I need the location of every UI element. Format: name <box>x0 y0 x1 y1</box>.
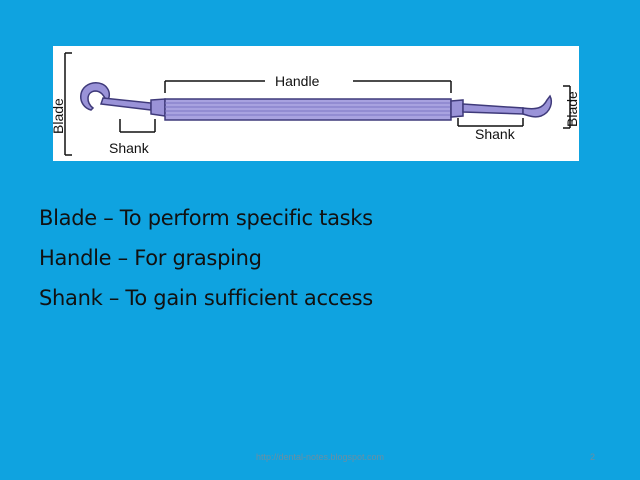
bullet-item-handle: Handle – For grasping <box>39 246 262 270</box>
left-blade-hook <box>80 82 166 117</box>
instrument-illustration: Blade Shank Hand <box>53 52 579 156</box>
bullet-item-shank: Shank – To gain sufficient access <box>39 286 373 310</box>
blade-label-left: Blade <box>53 98 66 134</box>
instrument-diagram: Blade Shank Hand <box>53 46 579 161</box>
right-blade-bracket <box>563 85 571 129</box>
handle-label: Handle <box>275 73 320 89</box>
left-shank-bracket <box>119 119 156 133</box>
bullet-list: Blade – To perform specific tasks Handle… <box>39 206 373 326</box>
shank-label-left: Shank <box>109 140 150 156</box>
handle-bracket <box>164 80 452 93</box>
slide-number: 2 <box>590 452 596 462</box>
right-shank-bracket <box>457 118 524 127</box>
right-blade-hook <box>450 94 553 118</box>
left-blade-bracket <box>64 52 72 156</box>
blade-label-right: Blade <box>564 91 579 127</box>
handle-shape <box>164 98 452 121</box>
bullet-item-blade: Blade – To perform specific tasks <box>39 206 373 230</box>
footer-url: http://dental-notes.blogspot.com <box>255 452 385 462</box>
shank-label-right: Shank <box>475 126 516 142</box>
